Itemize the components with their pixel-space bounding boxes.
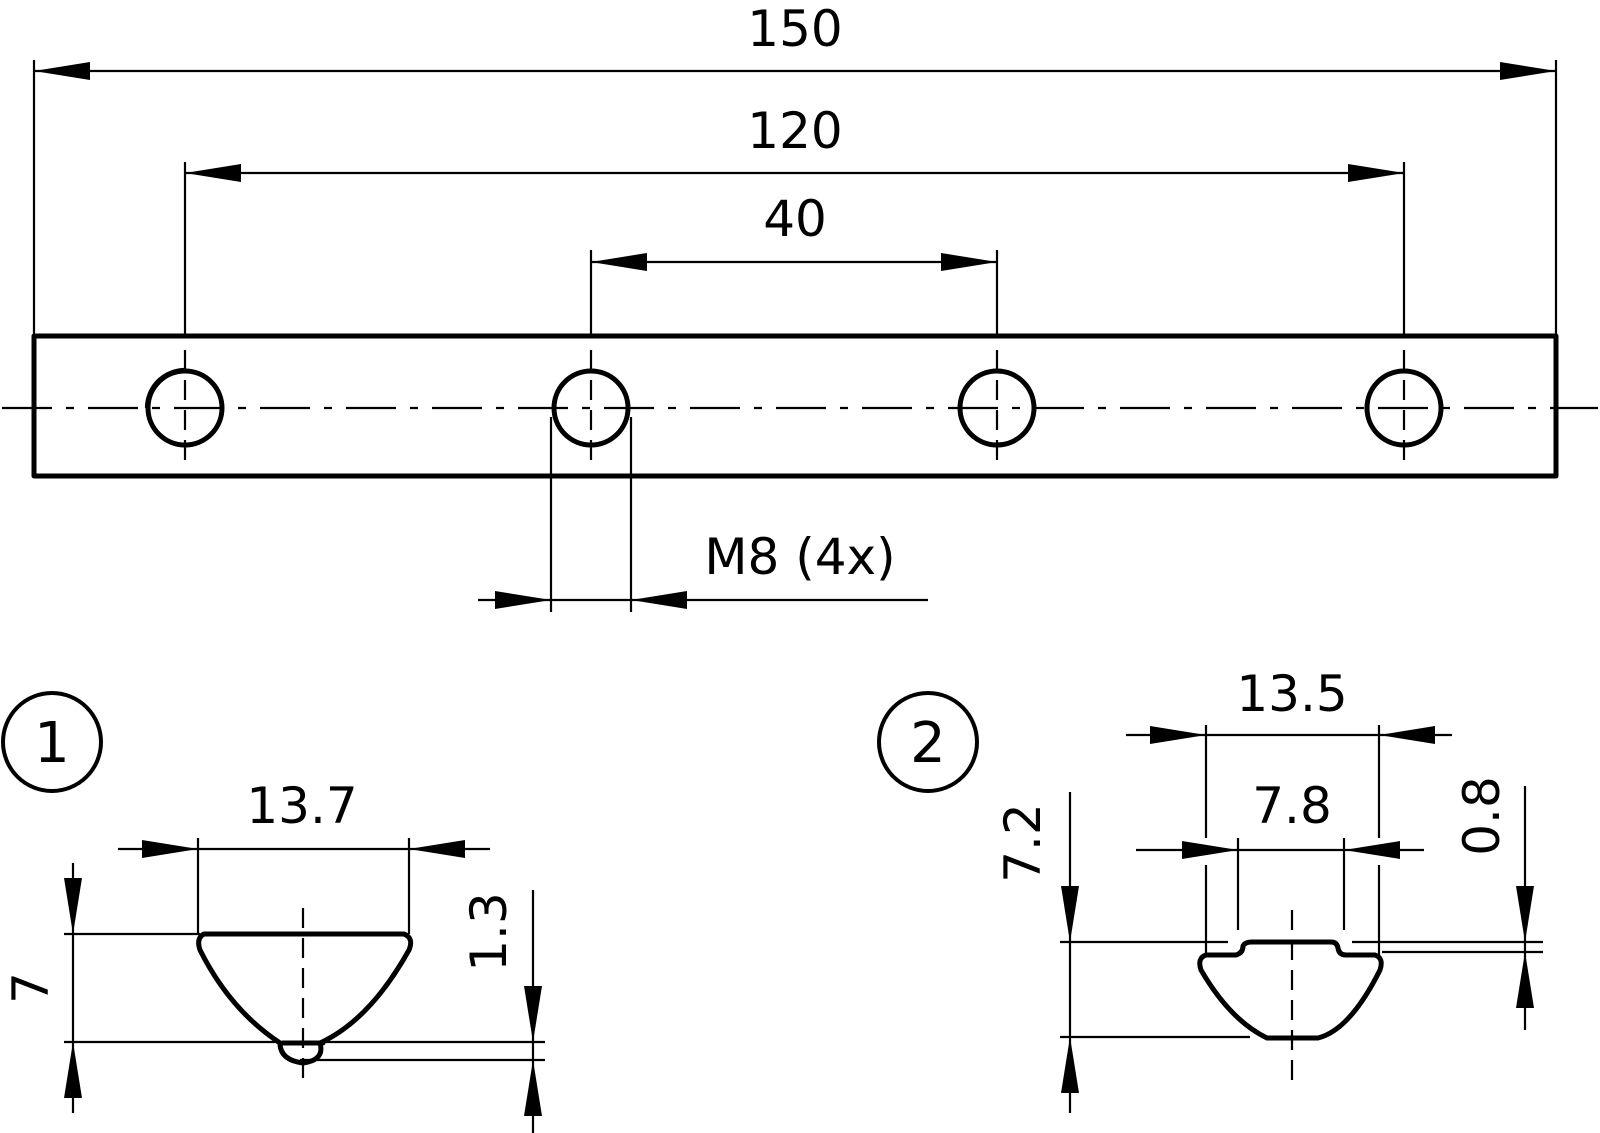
dimension-120: 120 — [185, 102, 1404, 182]
svg-text:150: 150 — [747, 0, 842, 58]
svg-text:1: 1 — [34, 711, 70, 776]
dimension-7: 7 — [2, 863, 283, 1113]
detail-1-marker: 1 — [1, 691, 103, 793]
dimension-13-7: 13.7 — [118, 777, 490, 934]
svg-text:2: 2 — [910, 711, 946, 776]
dimension-40: 40 — [591, 190, 997, 271]
svg-text:7.8: 7.8 — [1252, 777, 1332, 835]
hole-4 — [1364, 350, 1444, 462]
detail-2: 2 13.5 7.8 — [877, 665, 1543, 1113]
svg-text:13.5: 13.5 — [1236, 665, 1347, 723]
profile-2 — [1197, 939, 1384, 1041]
dimension-1-3: 1.3 — [300, 890, 545, 1133]
main-view: 150 120 40 M8 (4x) — [2, 0, 1598, 612]
svg-text:7.2: 7.2 — [994, 803, 1052, 883]
dimension-7-8: 7.8 — [1136, 777, 1424, 930]
hole-1 — [144, 350, 225, 462]
dimension-0-8: 0.8 — [1352, 776, 1543, 1030]
dimension-thread: M8 (4x) — [478, 417, 928, 612]
svg-text:13.7: 13.7 — [246, 777, 357, 835]
svg-text:40: 40 — [763, 190, 827, 248]
dimension-7-2: 7.2 — [994, 792, 1250, 1113]
svg-text:0.8: 0.8 — [1453, 776, 1511, 856]
svg-text:120: 120 — [747, 102, 842, 160]
hole-2 — [551, 350, 631, 462]
hole-3 — [957, 350, 1037, 462]
svg-text:M8 (4x): M8 (4x) — [704, 528, 895, 586]
dimension-150: 150 — [34, 0, 1556, 80]
dimension-13-5: 13.5 — [1126, 665, 1452, 955]
bar-outline — [31, 333, 1559, 479]
detail-1: 1 13.7 7 — [1, 691, 545, 1133]
detail-2-marker: 2 — [877, 691, 979, 793]
svg-text:7: 7 — [2, 972, 60, 1004]
svg-text:1.3: 1.3 — [460, 892, 518, 972]
